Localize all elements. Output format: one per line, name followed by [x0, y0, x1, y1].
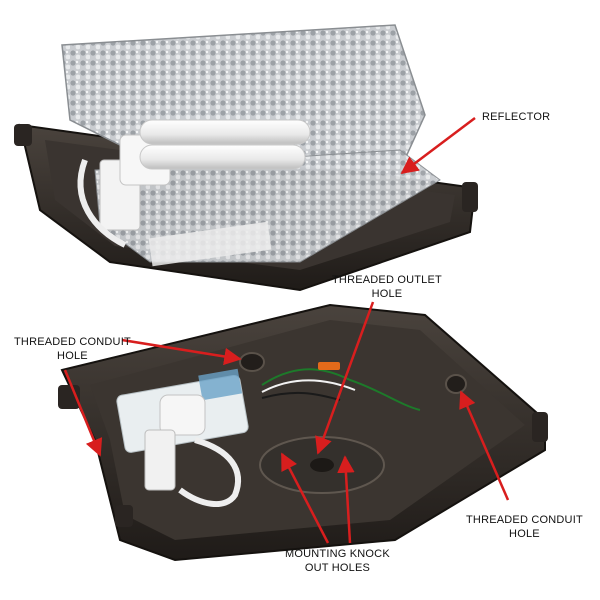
- conduit-hole-right: [445, 374, 467, 394]
- label-threaded-outlet-hole-line-1: THREADED OUTLET: [332, 274, 442, 286]
- label-threaded-outlet-hole: THREADED OUTLET HOLE: [332, 273, 442, 301]
- bottom-lamp: [144, 394, 242, 508]
- top-fixture: [14, 24, 478, 292]
- red-callout-arrow-icon: [121, 338, 242, 366]
- label-threaded-conduit-hole-left: THREADED CONDUIT HOLE: [14, 335, 131, 363]
- red-callout-arrow-icon: [400, 117, 476, 175]
- red-callout-arrow-icon: [63, 369, 103, 457]
- label-threaded-conduit-hole-right: THREADED CONDUIT HOLE: [466, 513, 583, 541]
- label-reflector: REFLECTOR: [482, 110, 550, 124]
- label-threaded-conduit-hole-right-line-2: HOLE: [509, 528, 540, 540]
- red-callout-arrow-icon: [459, 390, 510, 501]
- label-mounting-knock-out-holes-line-2: OUT HOLES: [304, 562, 371, 574]
- callout-arrows: [63, 117, 510, 544]
- label-threaded-conduit-hole-left-line-1: THREADED CONDUIT: [14, 336, 131, 348]
- label-reflector-line-1: REFLECTOR: [482, 111, 551, 123]
- red-callout-arrow-icon: [280, 452, 330, 544]
- bottom-fixture: [58, 303, 548, 562]
- top-lamp: [77, 119, 311, 248]
- label-threaded-conduit-hole-left-line-2: HOLE: [57, 350, 88, 362]
- red-callout-arrow-icon: [337, 455, 355, 544]
- label-threaded-conduit-hole-right-line-1: THREADED CONDUIT: [466, 514, 583, 526]
- red-callout-arrow-icon: [315, 301, 375, 455]
- label-threaded-outlet-hole-line-2: HOLE: [371, 288, 403, 300]
- label-mounting-knock-out-holes: MOUNTING KNOCK OUT HOLES: [285, 547, 390, 575]
- label-mounting-knock-out-holes-line-1: MOUNTING KNOCK: [285, 548, 390, 560]
- conduit-hole-left: [239, 352, 265, 372]
